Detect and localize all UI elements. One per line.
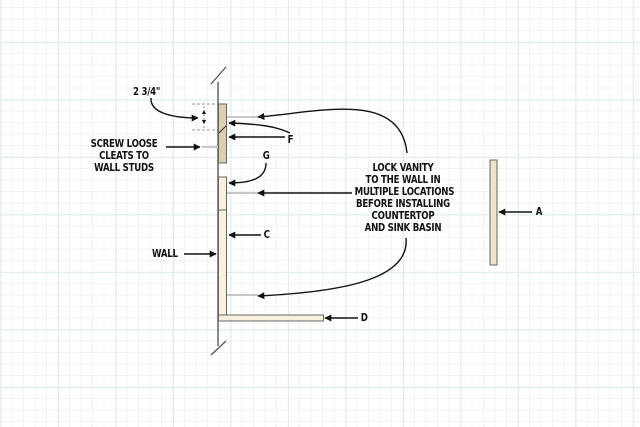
lock-note-line-3: MULTIPLE LOCATIONS — [354, 186, 455, 198]
screw-note-line-2: CLEATS TO — [99, 150, 149, 162]
label-a: A — [535, 206, 543, 218]
wall-cleat — [218, 103, 227, 164]
dimension-arrows-icon — [202, 110, 206, 124]
lock-vanity-note: LOCK VANITY TO THE WALL IN MULTIPLE LOCA… — [344, 162, 462, 234]
screw-cleats-note: SCREW LOOSE CLEATS TO WALL STUDS — [80, 138, 168, 174]
screws — [202, 116, 258, 296]
dimension-label: 2 3/4" — [133, 86, 161, 98]
cabinet-back-panel — [218, 176, 227, 318]
lock-note-line-4: BEFORE INSTALLING — [356, 198, 450, 210]
label-d: D — [360, 312, 368, 324]
lock-note-line-2: TO THE WALL IN — [365, 174, 441, 186]
label-f: F — [287, 134, 294, 146]
leader-arrows — [150, 97, 532, 322]
lock-note-line-6: AND SINK BASIN — [364, 222, 442, 234]
lock-note-line-5: COUNTERTOP — [371, 210, 435, 222]
cabinet-bottom — [218, 314, 324, 322]
screw-note-line-1: SCREW LOOSE — [90, 138, 158, 150]
side-panel-a — [489, 159, 498, 266]
label-g: G — [262, 150, 270, 162]
lock-note-line-1: LOCK VANITY — [372, 162, 434, 174]
label-c: C — [263, 229, 270, 241]
label-wall: WALL — [152, 248, 178, 260]
dimension-marker — [192, 103, 218, 131]
screw-note-line-3: WALL STUDS — [94, 162, 154, 174]
